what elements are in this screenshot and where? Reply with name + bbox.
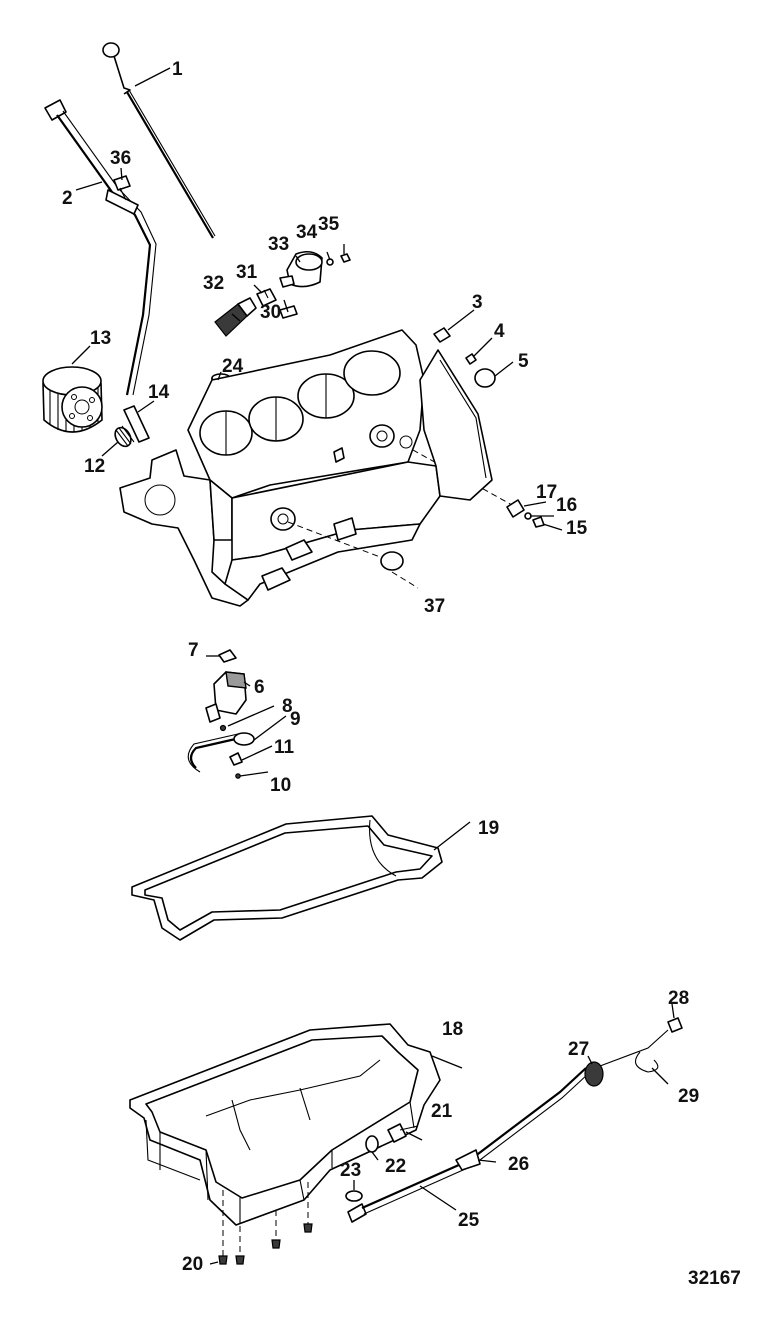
oil-pan (129, 1023, 441, 1226)
callout-labels: 1 2 36 13 14 12 24 32 31 30 33 34 35 3 4… (62, 59, 741, 1289)
callout-7: 7 (188, 640, 199, 661)
callout-1: 1 (172, 59, 183, 80)
dipstick (102, 42, 216, 239)
callout-23: 23 (340, 1160, 361, 1181)
drain-plug-group (345, 1123, 419, 1202)
callout-35: 35 (318, 214, 340, 235)
callout-22: 22 (385, 1156, 406, 1177)
block-plugs (403, 327, 513, 506)
callout-21: 21 (431, 1101, 453, 1122)
figure-reference-number: 32167 (688, 1268, 741, 1289)
callout-leaders (71, 67, 675, 1265)
callout-5: 5 (518, 351, 529, 372)
block-fitting (506, 499, 545, 528)
engine-block (119, 329, 493, 607)
callout-26: 26 (508, 1154, 529, 1175)
callout-28: 28 (668, 988, 689, 1009)
dipstick-tube (44, 99, 157, 396)
callout-6: 6 (254, 677, 265, 698)
callout-15: 15 (566, 518, 588, 539)
oil-pan-bolts (218, 1182, 313, 1265)
callout-34: 34 (296, 222, 318, 243)
callout-27: 27 (568, 1039, 589, 1060)
oil-pump-assembly (187, 649, 255, 779)
oil-drain-tube (347, 1067, 589, 1223)
callout-9: 9 (290, 709, 301, 730)
callout-19: 19 (478, 818, 499, 839)
callout-3: 3 (472, 292, 483, 313)
callout-32: 32 (203, 273, 224, 294)
oil-pan-gasket (131, 815, 443, 941)
callout-11: 11 (274, 737, 295, 758)
callout-13: 13 (90, 328, 111, 349)
oil-filter (42, 366, 103, 433)
callout-25: 25 (458, 1210, 480, 1231)
callout-10: 10 (270, 775, 291, 796)
callout-16: 16 (556, 495, 577, 516)
callout-31: 31 (236, 262, 258, 283)
callout-2: 2 (62, 188, 73, 209)
callout-30: 30 (260, 302, 281, 323)
callout-33: 33 (268, 234, 289, 255)
filter-adapter-nipple (114, 405, 150, 448)
callout-24: 24 (222, 356, 244, 377)
callout-18: 18 (442, 1019, 463, 1040)
sensor-group (214, 250, 351, 337)
callout-12: 12 (84, 456, 105, 477)
callout-29: 29 (678, 1086, 699, 1107)
level-sensor-group (584, 1017, 683, 1087)
callout-4: 4 (494, 321, 505, 342)
core-plug (287, 521, 419, 589)
callout-8: 8 (282, 696, 293, 717)
callout-37: 37 (424, 596, 445, 617)
callout-36: 36 (110, 148, 131, 169)
callout-17: 17 (536, 482, 557, 503)
callout-20: 20 (182, 1254, 203, 1275)
callout-14: 14 (148, 382, 170, 403)
